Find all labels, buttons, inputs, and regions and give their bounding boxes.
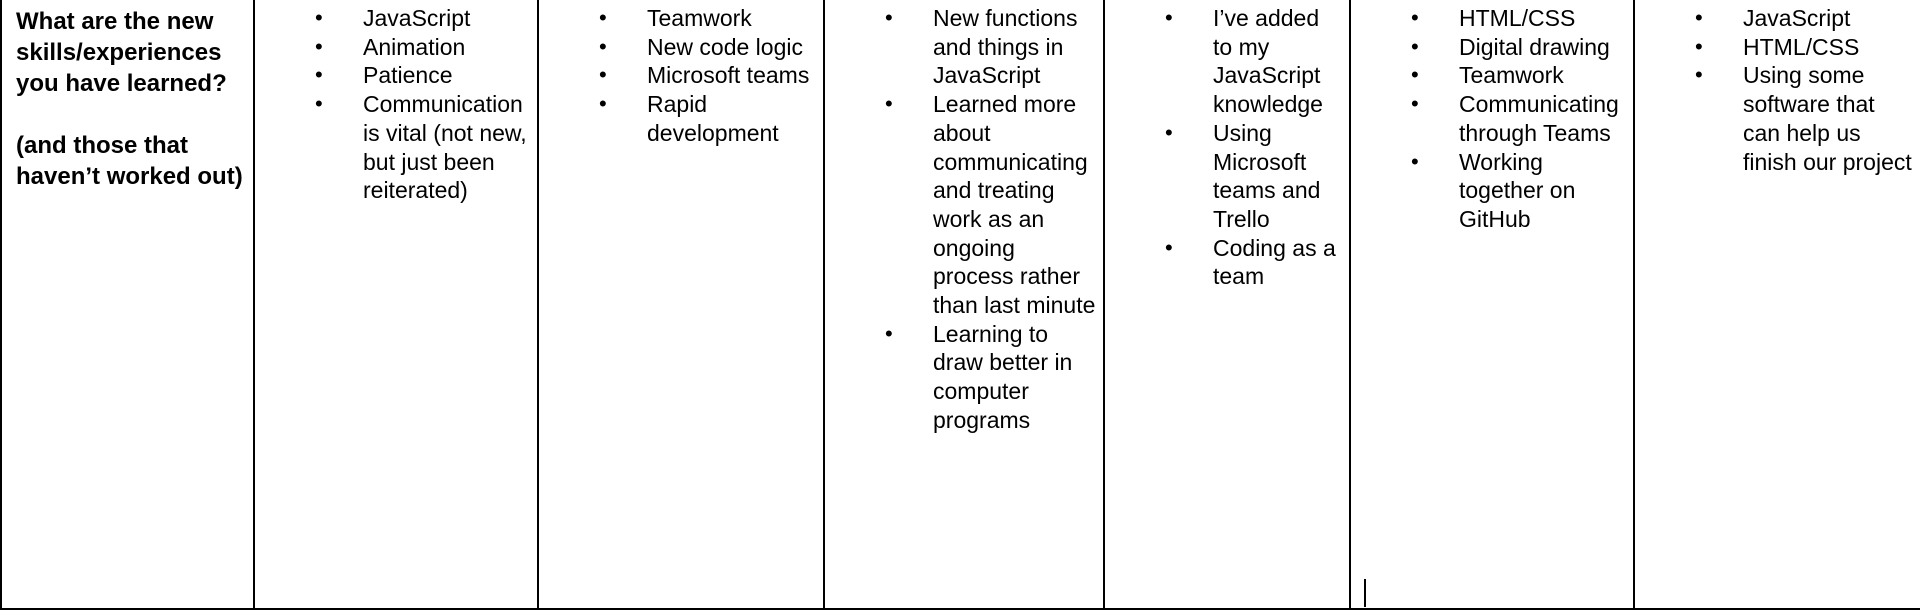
list-item: Learned more about communicating and tre… [825, 90, 1097, 320]
list-item: JavaScript [1635, 4, 1915, 33]
list-item: Teamwork [1351, 61, 1627, 90]
list-item: New functions and things in JavaScript [825, 4, 1097, 90]
answer-list-2: Teamwork New code logic Microsoft teams … [539, 0, 823, 148]
question-main: What are the new skills/experiences you … [16, 8, 227, 97]
answer-list-1: JavaScript Animation Patience Communicat… [255, 0, 537, 205]
list-item: HTML/CSS [1635, 33, 1915, 62]
answer-cell-6[interactable]: JavaScript HTML/CSS Using some software … [1633, 0, 1920, 610]
answer-cell-1[interactable]: JavaScript Animation Patience Communicat… [253, 0, 539, 610]
list-item: Using some software that can help us fin… [1635, 61, 1915, 176]
list-item: HTML/CSS [1351, 4, 1627, 33]
answer-cell-4[interactable]: I’ve added to my JavaScript knowledge Us… [1103, 0, 1351, 610]
list-item: Rapid development [539, 90, 817, 147]
answer-cell-5[interactable]: HTML/CSS Digital drawing Teamwork Commun… [1349, 0, 1635, 610]
list-item: Patience [255, 61, 531, 90]
text-cursor [1364, 579, 1366, 607]
question-cell[interactable]: What are the new skills/experiences you … [0, 0, 255, 610]
list-item: New code logic [539, 33, 817, 62]
answer-cell-3[interactable]: New functions and things in JavaScript L… [823, 0, 1105, 610]
list-item: Working together on GitHub [1351, 148, 1627, 234]
question-sub: (and those that haven’t worked out) [16, 132, 243, 190]
question-text: What are the new skills/experiences you … [2, 0, 253, 192]
answer-list-5: HTML/CSS Digital drawing Teamwork Commun… [1351, 0, 1633, 234]
list-item: Microsoft teams [539, 61, 817, 90]
list-item: Animation [255, 33, 531, 62]
list-item: Teamwork [539, 4, 817, 33]
list-item: I’ve added to my JavaScript knowledge [1105, 4, 1343, 119]
list-item: Communicating through Teams [1351, 90, 1627, 147]
list-item: Digital drawing [1351, 33, 1627, 62]
list-item: Coding as a team [1105, 234, 1343, 291]
list-item: JavaScript [255, 4, 531, 33]
answer-list-6: JavaScript HTML/CSS Using some software … [1635, 0, 1920, 176]
answer-cell-2[interactable]: Teamwork New code logic Microsoft teams … [537, 0, 825, 610]
list-item: Using Microsoft teams and Trello [1105, 119, 1343, 234]
answer-list-3: New functions and things in JavaScript L… [825, 0, 1103, 435]
list-item: Learning to draw better in computer prog… [825, 320, 1097, 435]
list-item: Communication is vital (not new, but jus… [255, 90, 531, 205]
answer-list-4: I’ve added to my JavaScript knowledge Us… [1105, 0, 1349, 291]
